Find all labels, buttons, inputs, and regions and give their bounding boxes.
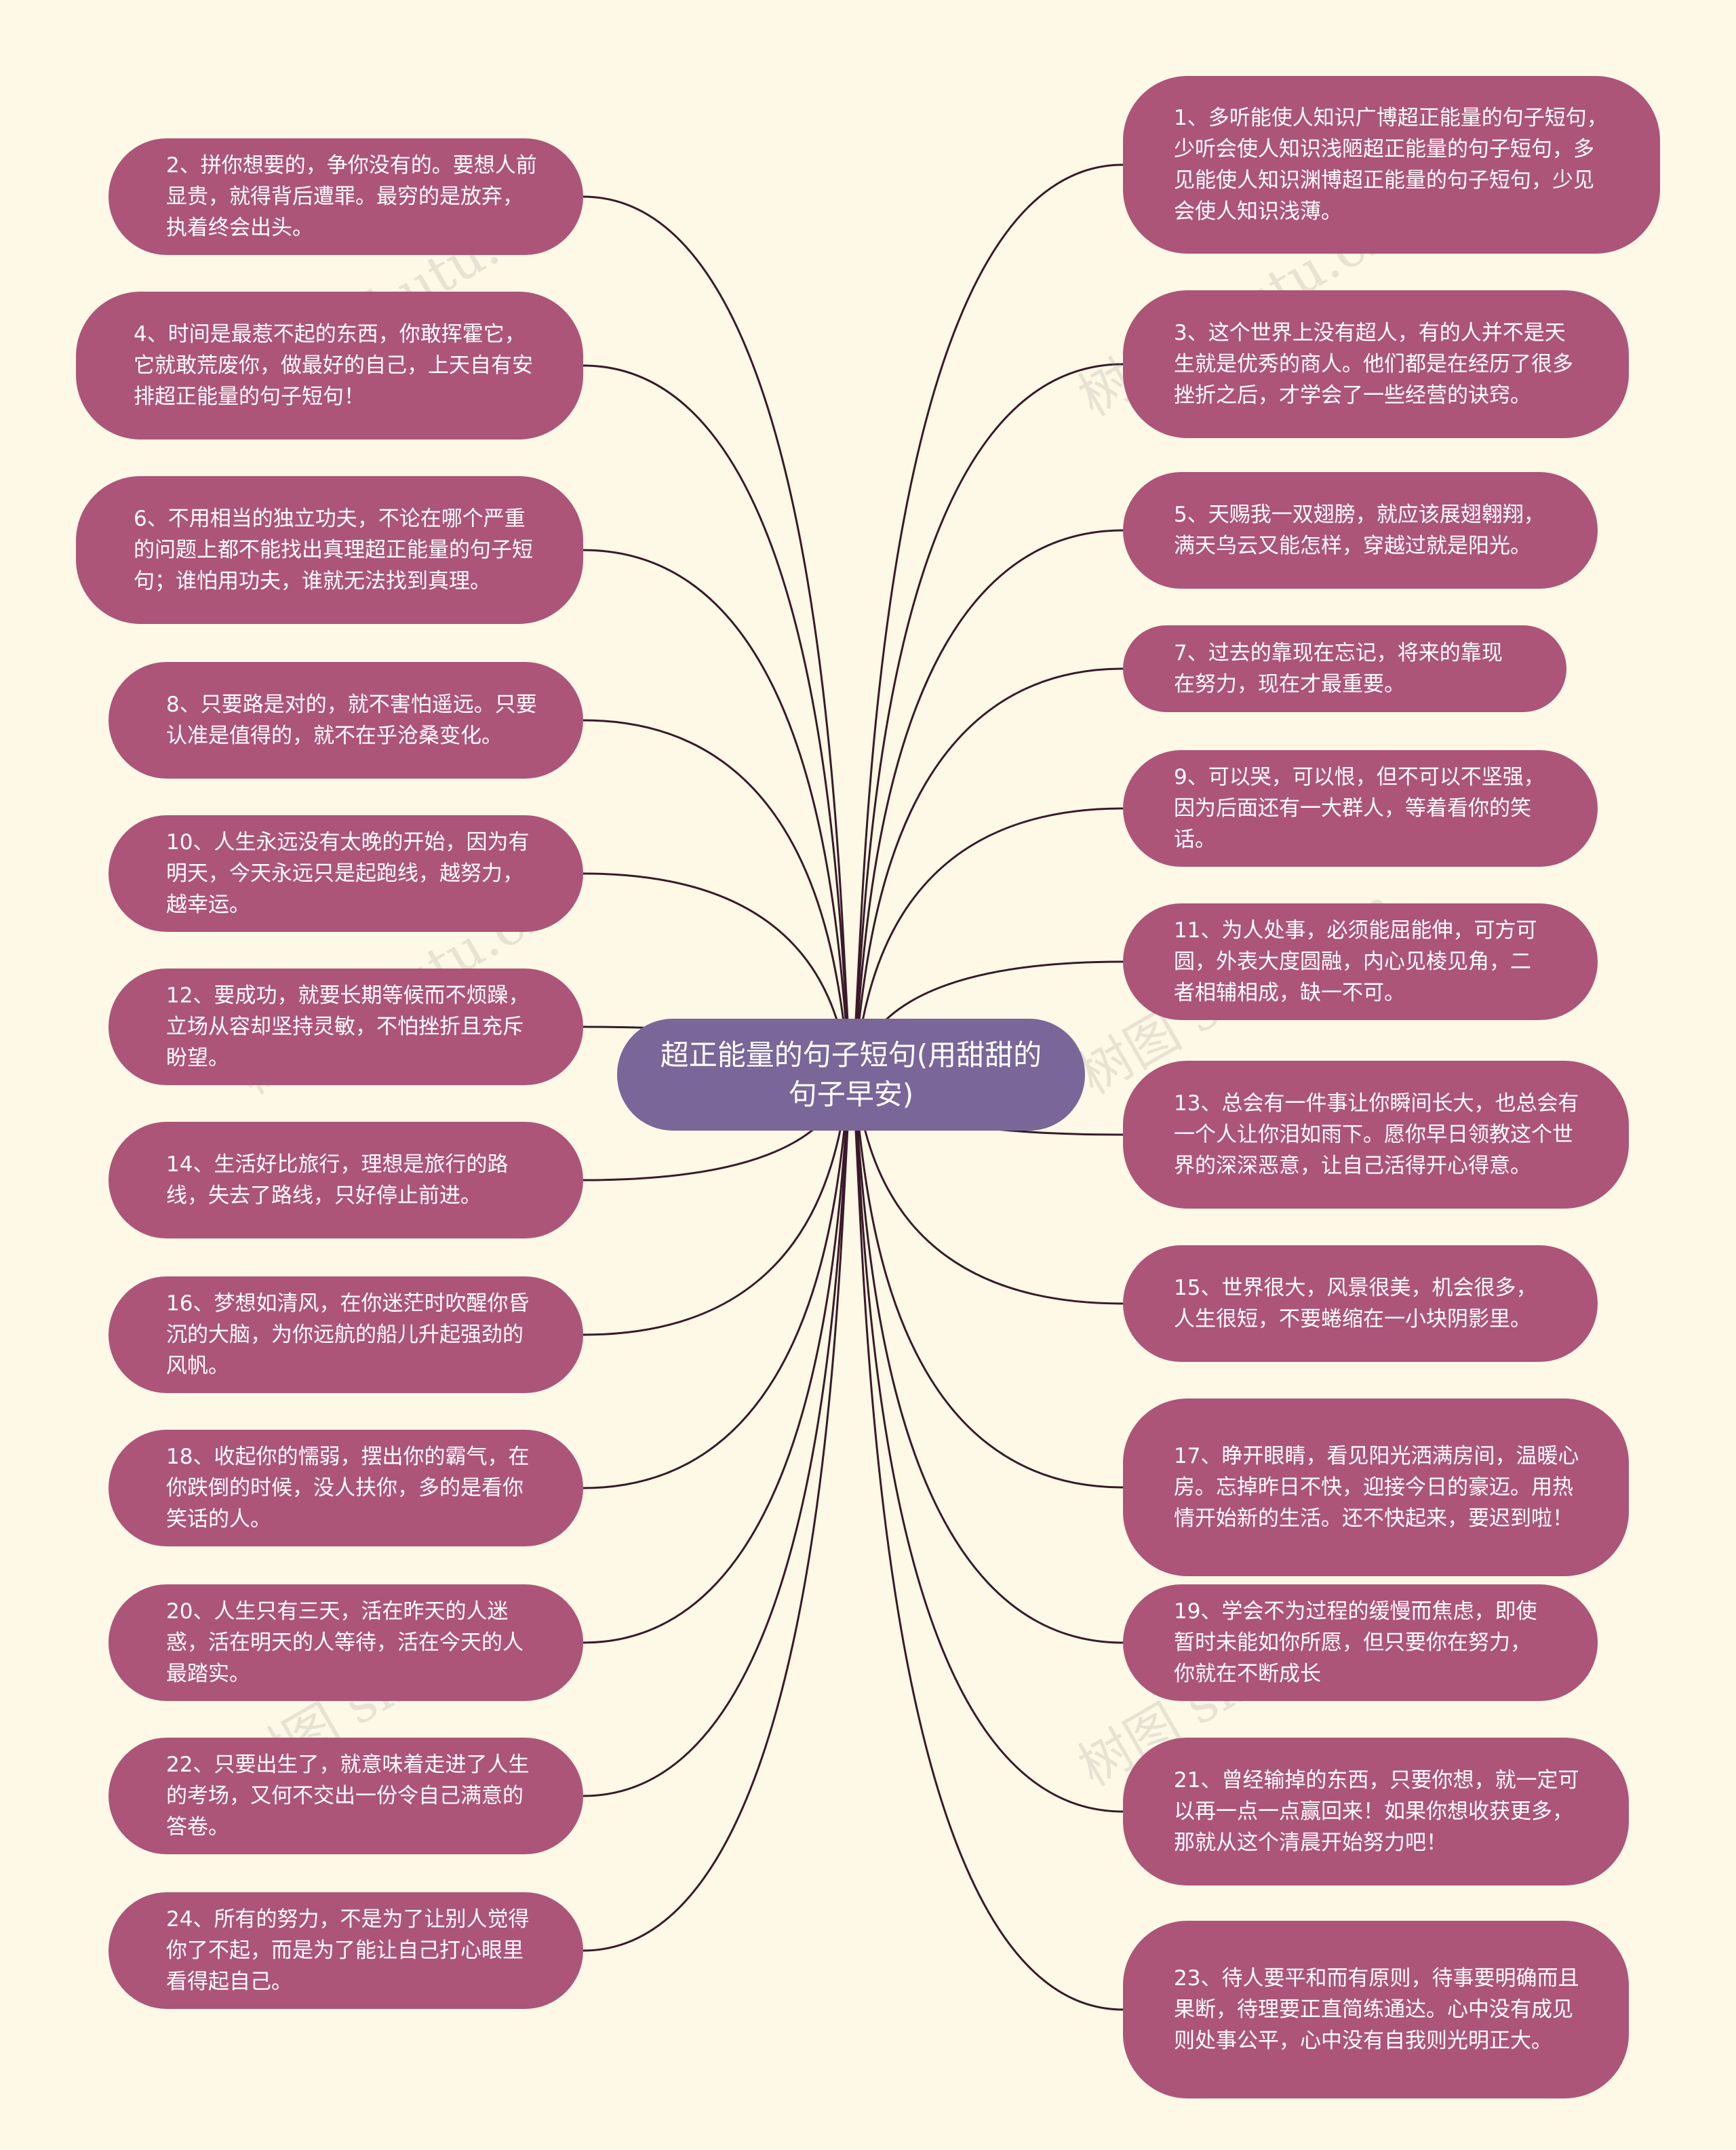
connector-right-10 — [850, 1074, 1124, 1644]
central-topic-label: 超正能量的句子短句(用甜甜的句子早安) — [660, 1038, 1042, 1111]
left-branch-node-3[interactable]: 6、不用相当的独立功夫，不论在哪个严重的问题上都不能找出真理超正能量的句子短句；… — [76, 476, 583, 624]
branch-node-text: 4、时间是最惹不起的东西，你敢挥霍它，它就敢荒废你，做最好的自己，上天自有安排超… — [134, 322, 533, 409]
left-branch-node-11[interactable]: 22、只要出生了，就意味着走进了人生的考场，又何不交出一份令自己满意的答卷。 — [108, 1738, 583, 1854]
connector-left-1 — [583, 195, 853, 1075]
branch-node-text: 23、待人要平和而有原则，待事要明确而且果断，待理要正直简练通达。心中没有成见则… — [1174, 1966, 1579, 2053]
branch-node-text: 7、过去的靠现在忘记，将来的靠现在努力，现在才最重要。 — [1174, 641, 1503, 697]
connector-left-9 — [583, 1074, 853, 1489]
branch-node-text: 13、总会有一件事让你瞬间长大，也总会有一个人让你泪如雨下。愿你早日领教这个世界… — [1174, 1091, 1579, 1178]
connector-left-10 — [583, 1074, 853, 1644]
branch-node-text: 15、世界很大，风景很美，机会很多，人生很短，不要蜷缩在一小块阴影里。 — [1174, 1276, 1537, 1331]
connector-left-3 — [583, 549, 853, 1075]
right-branch-node-9[interactable]: 17、睁开眼睛，看见阳光洒满房间，温暖心房。忘掉昨日不快，迎接今日的豪迈。用热情… — [1123, 1399, 1629, 1576]
left-branch-node-1[interactable]: 2、拼你想要的，争你没有的。要想人前显贵，就得背后遭罪。最穷的是放弃，执着终会出… — [108, 138, 583, 255]
branch-node-text: 18、收起你的懦弱，摆出你的霸气，在你跌倒的时候，没人扶你，多的是看你笑话的人。 — [166, 1445, 530, 1531]
branch-node-text: 5、天赐我一双翅膀，就应该展翅翱翔，满天乌云又能怎样，穿越过就是阳光。 — [1174, 503, 1545, 558]
branch-node-text: 3、这个世界上没有超人，有的人并不是天生就是优秀的商人。他们都是在经历了很多挫折… — [1174, 321, 1573, 408]
branch-node-text: 9、可以哭，可以恨，但不可以不坚强，因为后面还有一大群人，等着看你的笑话。 — [1174, 765, 1545, 852]
branch-node-text: 16、梦想如清风，在你迷茫时吹醒你昏沉的大脑，为你远航的船儿升起强劲的风帆。 — [166, 1291, 530, 1378]
branch-node-text: 6、不用相当的独立功夫，不论在哪个严重的问题上都不能找出真理超正能量的句子短句；… — [134, 507, 533, 593]
branch-node-text: 12、要成功，就要长期等候而不烦躁，立场从容却坚持灵敏，不怕挫折且充斥盼望。 — [166, 983, 530, 1070]
right-branch-node-2[interactable]: 3、这个世界上没有超人，有的人并不是天生就是优秀的商人。他们都是在经历了很多挫折… — [1123, 290, 1629, 438]
branch-node-text: 24、所有的努力，不是为了让别人觉得你了不起，而是为了能让自己打心眼里看得起自己… — [166, 1907, 530, 1994]
left-branch-node-6[interactable]: 12、要成功，就要长期等候而不烦躁，立场从容却坚持灵敏，不怕挫折且充斥盼望。 — [108, 969, 583, 1085]
right-branch-node-7[interactable]: 13、总会有一件事让你瞬间长大，也总会有一个人让你泪如雨下。愿你早日领教这个世界… — [1123, 1061, 1629, 1209]
right-branch-node-5[interactable]: 9、可以哭，可以恨，但不可以不坚强，因为后面还有一大群人，等着看你的笑话。 — [1123, 750, 1598, 867]
connector-left-12 — [583, 1074, 853, 1952]
connector-right-2 — [850, 363, 1124, 1075]
left-branch-node-4[interactable]: 8、只要路是对的，就不害怕遥远。只要认准是值得的，就不在乎沧桑变化。 — [108, 662, 583, 779]
left-branch-node-12[interactable]: 24、所有的努力，不是为了让别人觉得你了不起，而是为了能让自己打心眼里看得起自己… — [108, 1892, 583, 2009]
left-branch-node-9[interactable]: 18、收起你的懦弱，摆出你的霸气，在你跌倒的时候，没人扶你，多的是看你笑话的人。 — [108, 1430, 583, 1546]
left-branch-node-5[interactable]: 10、人生永远没有太晚的开始，因为有明天，今天永远只是起跑线，越努力，越幸运。 — [108, 815, 583, 932]
connector-left-11 — [583, 1074, 853, 1797]
left-branch-node-10[interactable]: 20、人生只有三天，活在昨天的人迷惑，活在明天的人等待，活在今天的人最踏实。 — [108, 1584, 583, 1701]
left-branch-node-8[interactable]: 16、梦想如清风，在你迷茫时吹醒你昏沉的大脑，为你远航的船儿升起强劲的风帆。 — [108, 1276, 583, 1393]
connector-right-12 — [850, 1074, 1124, 2011]
branch-node-text: 21、曾经输掉的东西，只要你想，就一定可以再一点一点赢回来！如果你想收获更多，那… — [1174, 1768, 1579, 1855]
right-branch-node-6[interactable]: 11、为人处事，必须能屈能伸，可方可圆，外表大度圆融，内心见棱见角，二者相辅相成… — [1123, 903, 1598, 1020]
connector-right-1 — [850, 163, 1124, 1075]
connector-right-9 — [850, 1074, 1124, 1489]
central-topic[interactable]: 超正能量的句子短句(用甜甜的句子早安) — [617, 1019, 1085, 1131]
right-branch-node-4[interactable]: 7、过去的靠现在忘记，将来的靠现在努力，现在才最重要。 — [1123, 625, 1566, 712]
branch-node-text: 20、人生只有三天，活在昨天的人迷惑，活在明天的人等待，活在今天的人最踏实。 — [166, 1599, 524, 1686]
branch-node-text: 22、只要出生了，就意味着走进了人生的考场，又何不交出一份令自己满意的答卷。 — [166, 1753, 530, 1839]
right-branch-node-10[interactable]: 19、学会不为过程的缓慢而焦虑，即使暂时未能如你所愿，但只要你在努力，你就在不断… — [1123, 1584, 1598, 1701]
connector-left-2 — [583, 364, 853, 1075]
right-branch-node-12[interactable]: 23、待人要平和而有原则，待事要明确而且果断，待理要正直简练通达。心中没有成见则… — [1123, 1921, 1629, 2098]
branch-node-text: 8、只要路是对的，就不害怕遥远。只要认准是值得的，就不在乎沧桑变化。 — [166, 692, 537, 748]
left-branch-node-2[interactable]: 4、时间是最惹不起的东西，你敢挥霍它，它就敢荒废你，做最好的自己，上天自有安排超… — [76, 292, 583, 439]
branch-node-text: 11、为人处事，必须能屈能伸，可方可圆，外表大度圆融，内心见棱见角，二者相辅相成… — [1174, 918, 1537, 1005]
branch-node-text: 2、拼你想要的，争你没有的。要想人前显贵，就得背后遭罪。最穷的是放弃，执着终会出… — [166, 153, 537, 240]
branch-node-text: 17、睁开眼睛，看见阳光洒满房间，温暖心房。忘掉昨日不快，迎接今日的豪迈。用热情… — [1174, 1444, 1579, 1531]
right-branch-node-1[interactable]: 1、多听能使人知识广博超正能量的句子短句，少听会使人知识浅陋超正能量的句子短句，… — [1123, 76, 1660, 254]
branch-node-text: 19、学会不为过程的缓慢而焦虑，即使暂时未能如你所愿，但只要你在努力，你就在不断… — [1174, 1599, 1537, 1686]
right-branch-node-3[interactable]: 5、天赐我一双翅膀，就应该展翅翱翔，满天乌云又能怎样，穿越过就是阳光。 — [1123, 472, 1598, 589]
branch-node-text: 14、生活好比旅行，理想是旅行的路线，失去了路线，只好停止前进。 — [166, 1152, 509, 1208]
branch-node-text: 10、人生永远没有太晚的开始，因为有明天，今天永远只是起跑线，越努力，越幸运。 — [166, 830, 530, 917]
right-branch-node-11[interactable]: 21、曾经输掉的东西，只要你想，就一定可以再一点一点赢回来！如果你想收获更多，那… — [1123, 1738, 1629, 1885]
right-branch-node-8[interactable]: 15、世界很大，风景很美，机会很多，人生很短，不要蜷缩在一小块阴影里。 — [1123, 1245, 1598, 1362]
connector-right-3 — [850, 529, 1124, 1075]
branch-node-text: 1、多听能使人知识广博超正能量的句子短句，少听会使人知识浅陋超正能量的句子短句，… — [1174, 106, 1608, 224]
left-branch-node-7[interactable]: 14、生活好比旅行，理想是旅行的路线，失去了路线，只好停止前进。 — [108, 1122, 583, 1238]
